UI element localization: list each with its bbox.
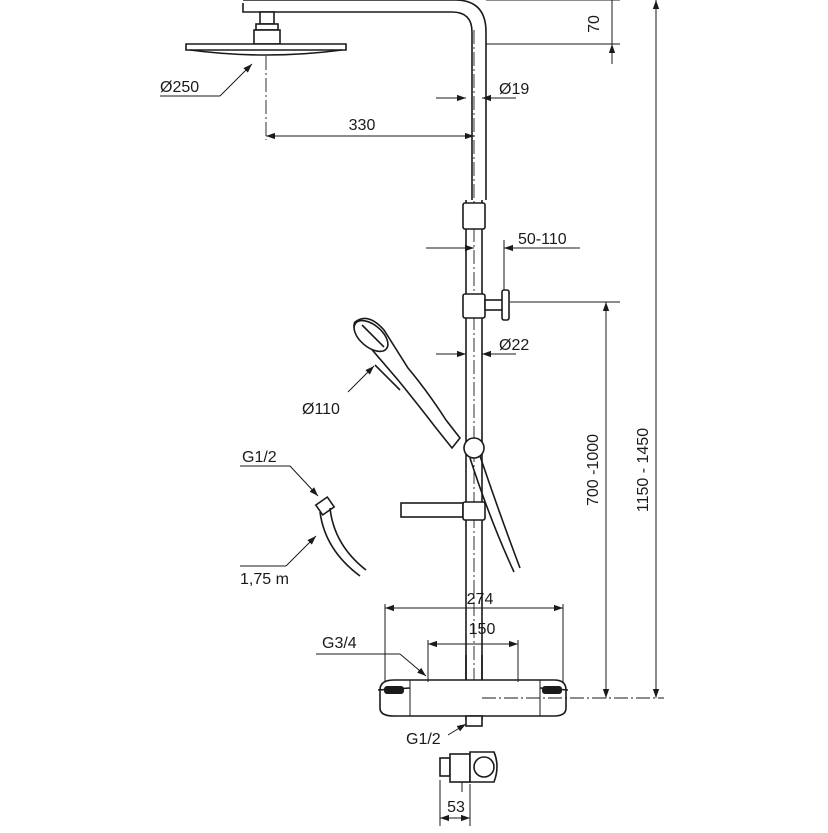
dim-rise-label: 70 (586, 15, 603, 33)
outlet-thread-callout: G1/2 (406, 723, 467, 748)
hose-thread-label: G1/2 (242, 449, 277, 466)
dim-bracket-height-label: 700 -1000 (585, 434, 602, 506)
dim-outlet-depth-label: 53 (447, 799, 465, 816)
dim-inlet-spacing: 150 (427, 621, 519, 682)
hose-length-callout: 1,75 m (240, 535, 317, 588)
dim-thermostat-width-label: 274 (467, 591, 494, 608)
inlet-thread-label: G3/4 (322, 635, 357, 652)
outlet-thread-label: G1/2 (406, 731, 441, 748)
dim-pipe-diameter-top-label: Ø19 (499, 81, 529, 98)
dim-wall-bracket: 50-110 (426, 231, 580, 290)
overhead-shower (185, 0, 487, 200)
hand-shower (353, 317, 521, 573)
dim-rise: 70 (486, 0, 620, 64)
dim-head-diameter-label: Ø250 (160, 79, 199, 96)
dim-outlet-depth: 53 (439, 780, 471, 826)
dim-pipe-diameter-lower: Ø22 (436, 337, 529, 358)
hose-detail (314, 495, 367, 577)
dim-bracket-height: 700 -1000 (482, 301, 664, 699)
dim-pipe-diameter-lower-label: Ø22 (499, 337, 529, 354)
dim-handshower-diameter-label: Ø110 (302, 401, 340, 418)
outlet-detail (439, 751, 498, 792)
thermostat-mixer (377, 655, 569, 727)
riser-pipe (400, 30, 510, 722)
dim-arm-length-label: 330 (349, 117, 376, 134)
dim-wall-bracket-label: 50-110 (518, 231, 567, 248)
dim-pipe-diameter-top: Ø19 (436, 81, 529, 102)
dim-thermostat-width: 274 (384, 591, 564, 682)
dim-total-height: 1150 - 1450 (635, 0, 660, 698)
dim-total-height-label: 1150 - 1450 (635, 428, 652, 512)
dim-head-diameter: Ø250 (160, 63, 253, 97)
hose-length-label: 1,75 m (240, 571, 289, 588)
hose-thread-callout: G1/2 (240, 449, 319, 497)
dim-inlet-spacing-label: 150 (469, 621, 496, 638)
dim-handshower-diameter: Ø110 (302, 365, 375, 418)
dim-arm-length: 330 (266, 117, 474, 140)
inlet-thread-callout: G3/4 (316, 635, 427, 677)
